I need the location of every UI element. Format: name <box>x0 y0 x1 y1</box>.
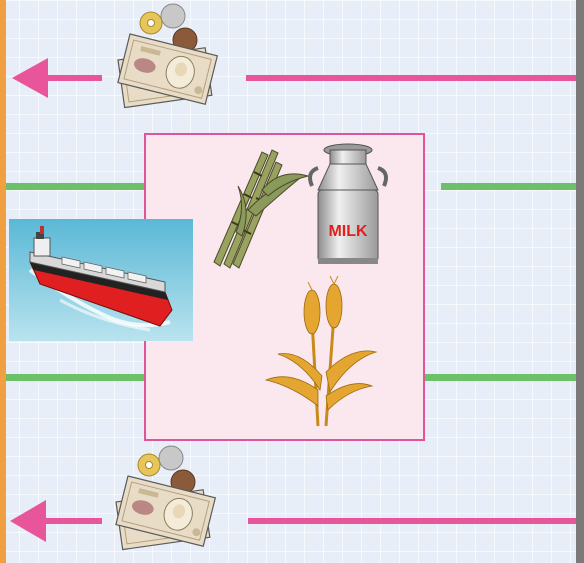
cargo-ship-icon <box>9 219 193 341</box>
money-flow-arrow-bottom <box>10 500 576 542</box>
milk-can-icon: MILK <box>308 143 388 264</box>
goods-flow-lines <box>6 183 576 381</box>
wheat-icon <box>264 275 378 427</box>
sugarcane-icon <box>213 149 310 269</box>
left-border <box>0 0 6 563</box>
money-flow-arrow-top <box>12 58 576 98</box>
right-border <box>576 0 584 563</box>
milk-can-label: MILK <box>328 223 368 240</box>
